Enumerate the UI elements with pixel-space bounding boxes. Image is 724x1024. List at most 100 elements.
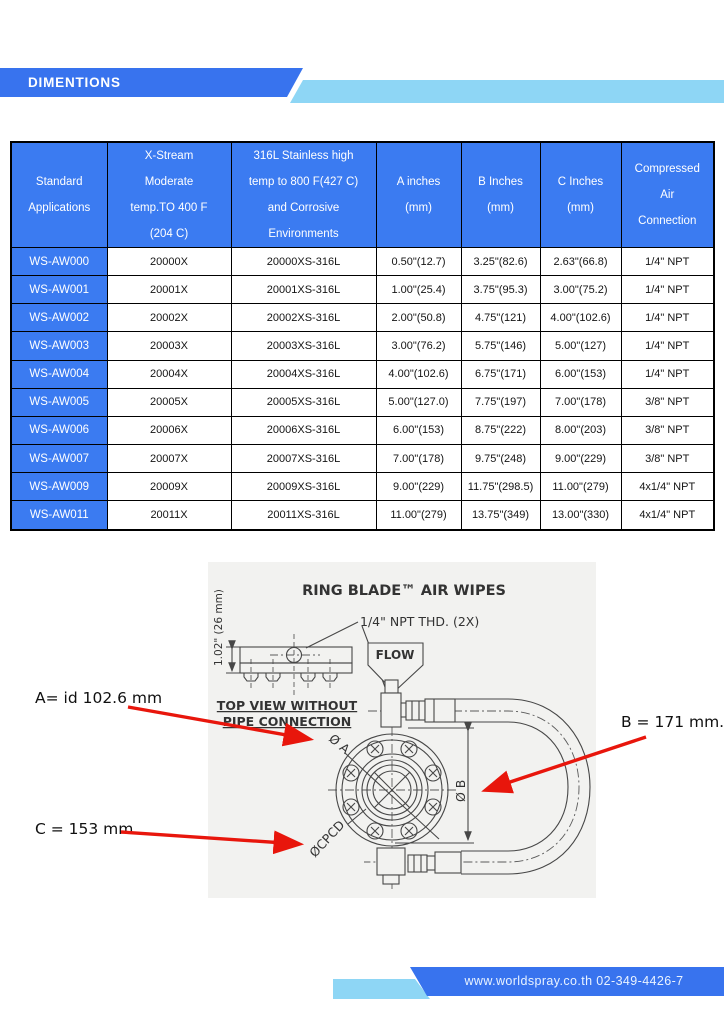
row-label-cell: WS-AW000 (10, 246, 108, 277)
table-cell: 20000XS-316L (230, 246, 377, 277)
table-cell: 4.00"(102.6) (539, 303, 622, 333)
table-cell: 3.25"(82.6) (460, 246, 541, 277)
table-cell: 20005XS-316L (230, 387, 377, 417)
column-header-line: Connection (638, 215, 697, 227)
row-label-cell: WS-AW002 (10, 303, 108, 333)
footer-banner: www.worldspray.co.th 02-349-4426-7 (410, 967, 724, 996)
table-cell: 9.00"(229) (539, 443, 622, 474)
column-header-line: X-Stream (144, 150, 194, 162)
table-cell: 20004XS-316L (230, 359, 377, 389)
table-cell: 20003X (106, 331, 232, 361)
table-cell: 11.75"(298.5) (460, 472, 541, 502)
column-header-line: B Inches (478, 176, 523, 188)
table-cell: 6.75"(171) (460, 359, 541, 389)
table-cell: 20009XS-316L (230, 472, 377, 502)
table-cell: 4.75"(121) (460, 303, 541, 333)
npt-thd-label: 1/4" NPT THD. (2X) (360, 614, 479, 629)
column-header-line: Applications (28, 202, 91, 214)
row-label-cell: WS-AW004 (10, 359, 108, 389)
table-cell: 1/4" NPT (620, 359, 715, 389)
row-label-cell: WS-AW007 (10, 443, 108, 474)
table-cell: 5.75"(146) (460, 331, 541, 361)
column-header-line: and Corrosive (267, 202, 340, 214)
column-header: B Inches (mm) (460, 141, 541, 248)
column-header-line: (mm) (487, 202, 514, 214)
row-label-cell: WS-AW005 (10, 387, 108, 417)
table-cell: 20000X (106, 246, 232, 277)
table-cell: 13.00"(330) (539, 500, 622, 531)
column-header-line: (204 C) (149, 228, 189, 240)
header-banner: DIMENTIONS (0, 68, 303, 97)
table-cell: 20002XS-316L (230, 303, 377, 333)
table-cell: 13.75"(349) (460, 500, 541, 531)
table-cell: 2.00"(50.8) (375, 303, 462, 333)
table-cell: 20007XS-316L (230, 443, 377, 474)
table-cell: 4.00"(102.6) (375, 359, 462, 389)
table-cell: 7.75"(197) (460, 387, 541, 417)
column-header-line: Environments (268, 228, 339, 240)
column-header-line: temp to 800 F(427 C) (248, 176, 359, 188)
dia-a-label: Ø A (326, 731, 353, 757)
top-view-label-1: TOP VIEW WITHOUT (217, 698, 358, 713)
table-cell: 3.75"(95.3) (460, 275, 541, 305)
drawing-linework (226, 621, 591, 885)
table-cell: 1/4" NPT (620, 275, 715, 305)
column-header-line: C Inches (557, 176, 604, 188)
table-cell: 6.00"(153) (375, 415, 462, 445)
column-header: A inches (mm) (375, 141, 462, 248)
column-header-line: A inches (396, 176, 441, 188)
dia-b-label: Ø B (453, 780, 468, 802)
table-cell: 9.00"(229) (375, 472, 462, 502)
table-cell: 11.00"(279) (539, 472, 622, 502)
row-label-cell: WS-AW009 (10, 472, 108, 502)
table-cell: 6.00"(153) (539, 359, 622, 389)
table-cell: 1.00"(25.4) (375, 275, 462, 305)
annotation-b: B = 171 mm. (621, 713, 724, 731)
table-cell: 4x1/4" NPT (620, 500, 715, 531)
column-header-line: temp.TO 400 F (130, 202, 208, 214)
column-header-line: Air (660, 189, 675, 201)
table-cell: 0.50"(12.7) (375, 246, 462, 277)
table-cell: 1/4" NPT (620, 246, 715, 277)
column-header-line: Compressed (634, 163, 700, 175)
bolt-circle (342, 740, 442, 840)
table-cell: 20003XS-316L (230, 331, 377, 361)
top-view-label-2: PIPE CONNECTION (223, 714, 352, 729)
row-label-cell: WS-AW006 (10, 415, 108, 445)
table-cell: 8.75"(222) (460, 415, 541, 445)
table-cell: 20011X (106, 500, 232, 531)
table-cell: 20011XS-316L (230, 500, 377, 531)
annotation-c: C = 153 mm (35, 820, 134, 838)
column-header-line: Moderate (144, 176, 194, 188)
dia-cpcd-label: ØCPCD (306, 817, 347, 860)
column-header-line: Standard (35, 176, 83, 188)
table-cell: 3/8" NPT (620, 415, 715, 445)
table-cell: 3.00"(76.2) (375, 331, 462, 361)
row-label-cell: WS-AW001 (10, 275, 108, 305)
table-cell: 11.00"(279) (375, 500, 462, 531)
table-cell: 20009X (106, 472, 232, 502)
table-cell: 7.00"(178) (375, 443, 462, 474)
diagram-title: RING BLADE™ AIR WIPES (302, 583, 506, 599)
table-cell: 9.75"(248) (460, 443, 541, 474)
table-cell: 20001XS-316L (230, 275, 377, 305)
flow-label: FLOW (376, 648, 415, 662)
column-header: C Inches(mm) (539, 141, 622, 248)
table-cell: 4x1/4" NPT (620, 472, 715, 502)
column-header-line: (mm) (405, 202, 432, 214)
